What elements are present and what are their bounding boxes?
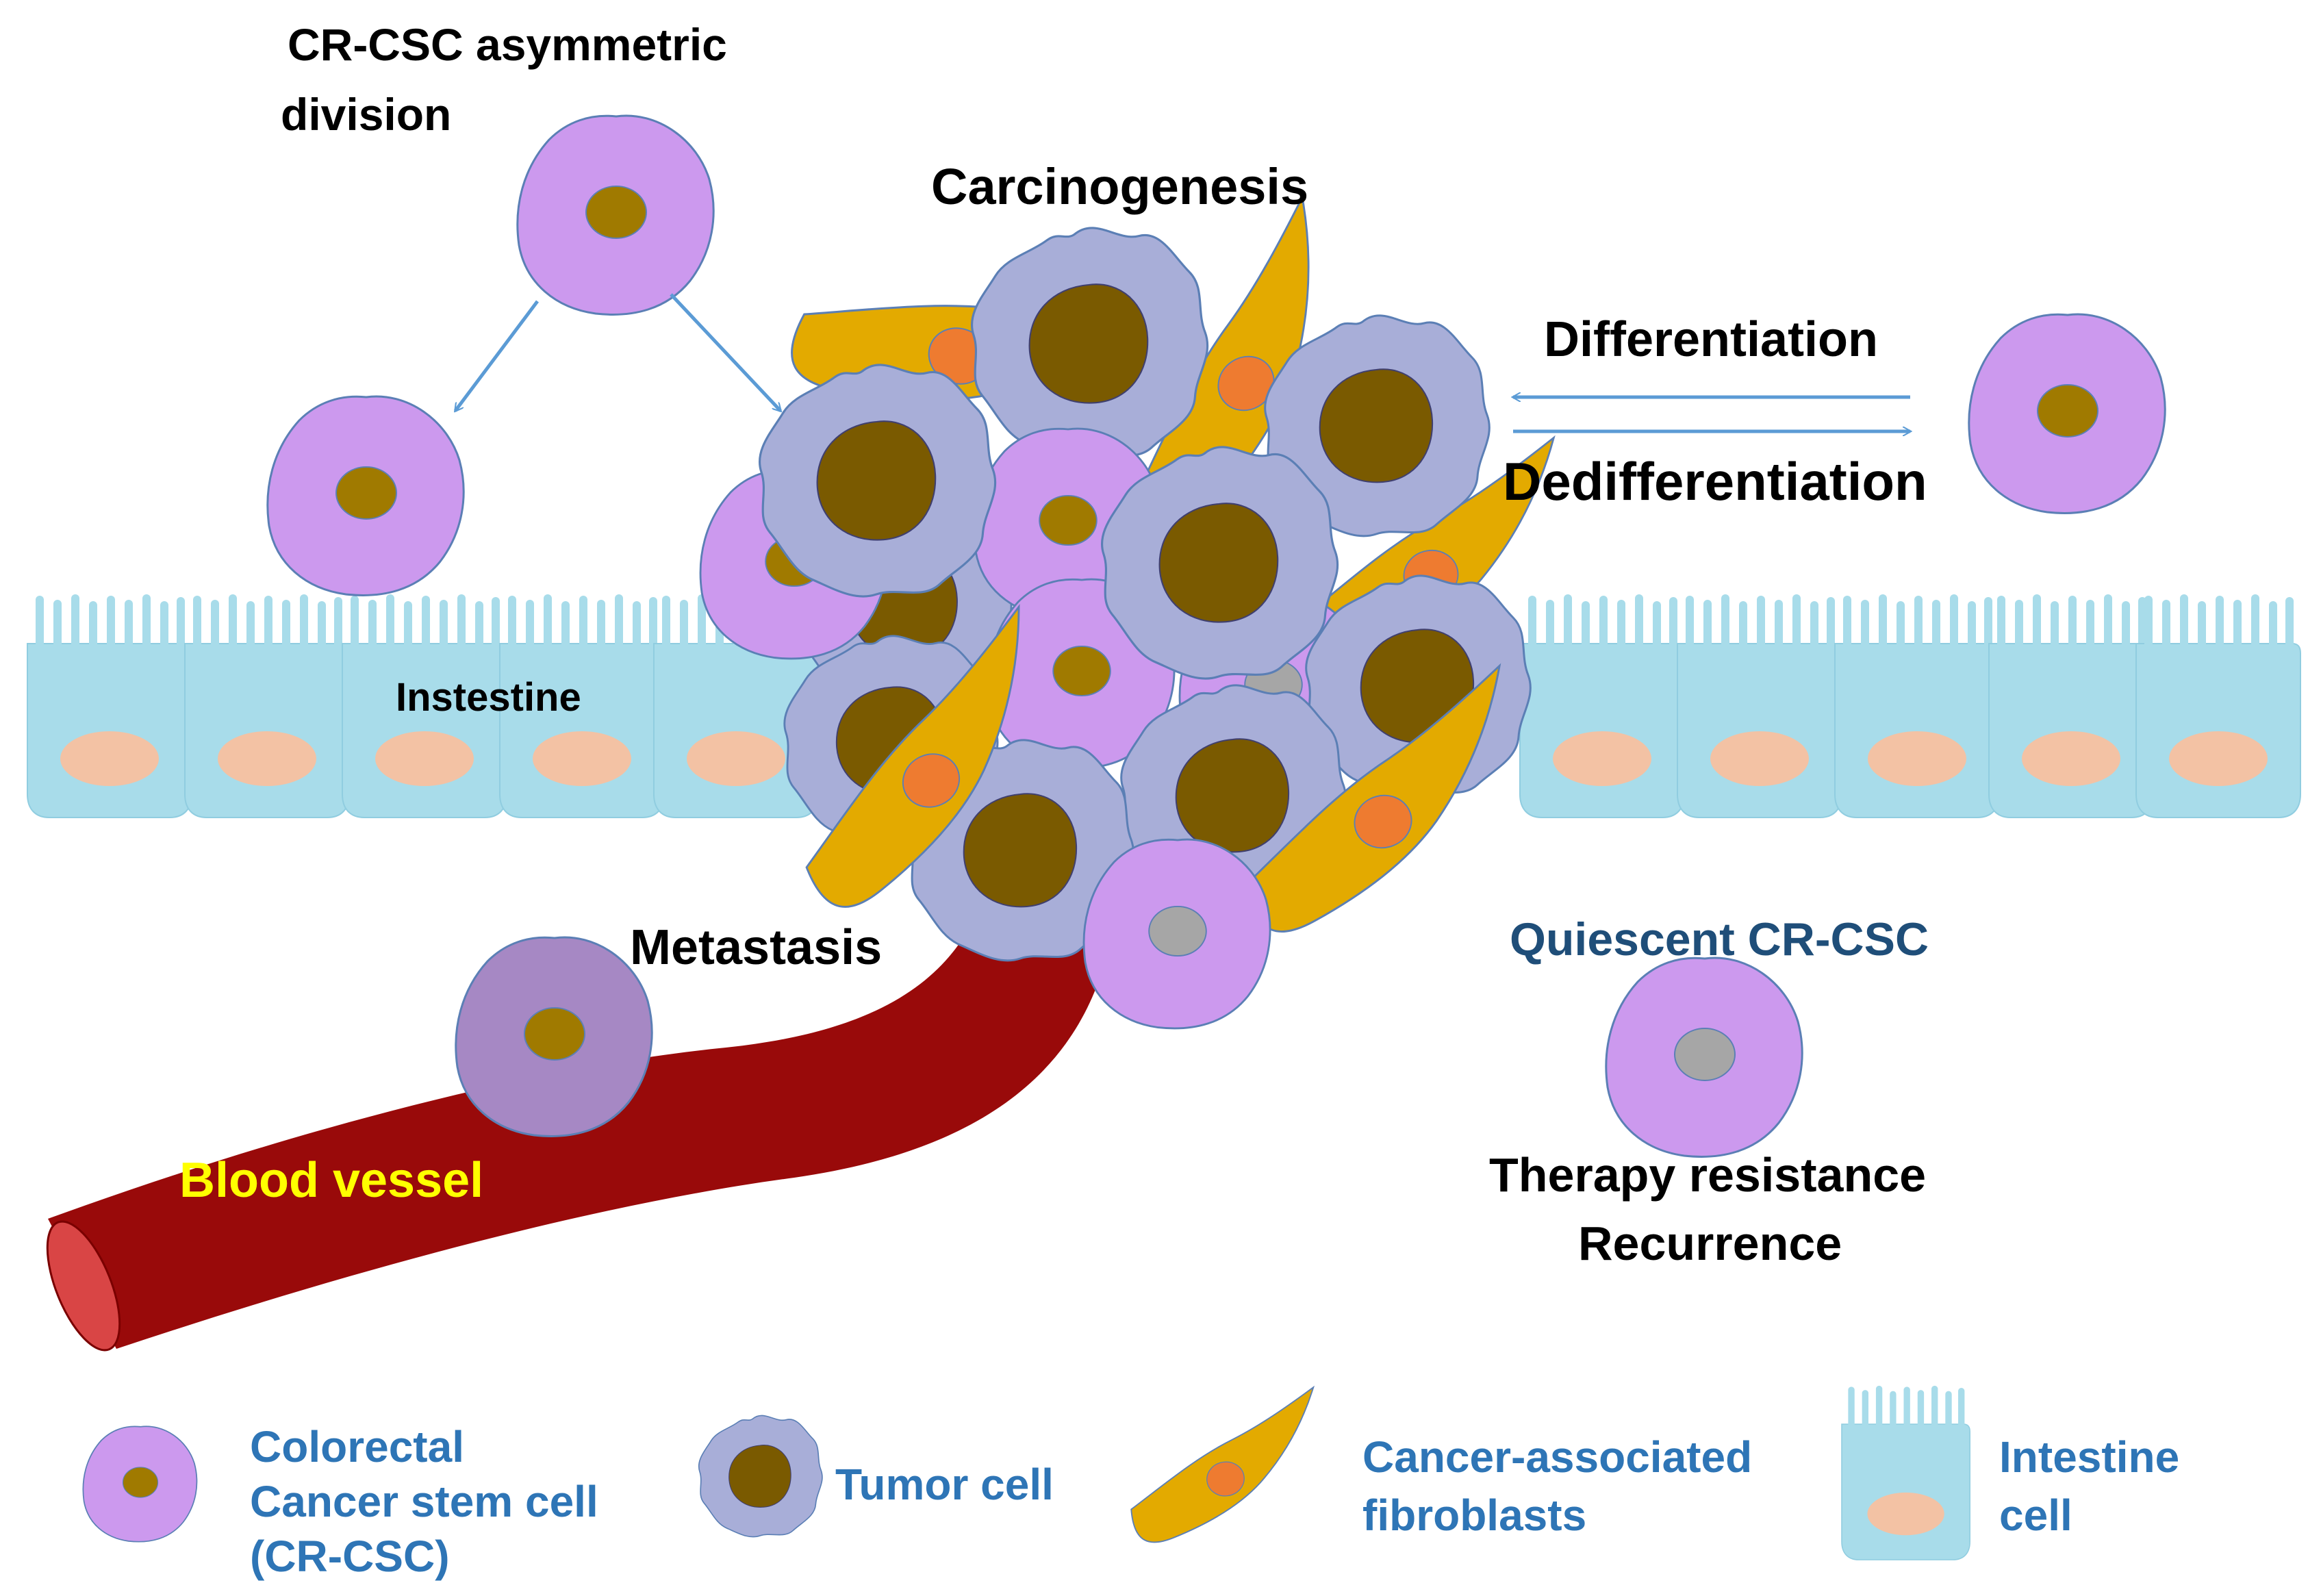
metastatic-cell — [455, 936, 653, 1137]
legend-caf-line1: Cancer-associated — [1362, 1432, 1752, 1482]
csc-daughter-cell — [266, 395, 465, 596]
legend-csc-line2: Cancer stem cell — [250, 1477, 598, 1526]
quiescent-csc-cell — [1605, 957, 1803, 1158]
vessel-opening — [46, 1220, 121, 1352]
tumor-mass — [699, 173, 1588, 1030]
asymmetric-division-label-line2: division — [281, 89, 451, 140]
differentiating-csc-cell — [1968, 313, 2166, 514]
legend-csc-swatch — [82, 1426, 198, 1543]
carcinogenesis-label: Carcinogenesis — [931, 158, 1308, 215]
division-arrow-right — [670, 293, 781, 411]
legend: Colorectal Cancer stem cell (CR-CSC) Tum… — [82, 1386, 2179, 1581]
intestine-epithelium-right — [1520, 598, 2300, 818]
legend-tumor-label: Tumor cell — [835, 1460, 1054, 1509]
asymmetric-division-label-line1: CR-CSC asymmetric — [288, 19, 727, 70]
recurrence-label: Recurrence — [1578, 1217, 1842, 1270]
quiescent-csc-label: Quiescent CR-CSC — [1510, 913, 1929, 965]
blood-vessel-label: Blood vessel — [179, 1153, 483, 1208]
legend-intestine-swatch — [1842, 1389, 1970, 1560]
legend-caf-line2: fibroblasts — [1362, 1491, 1586, 1540]
legend-caf-swatch — [1117, 1386, 1333, 1546]
metastasis-label: Metastasis — [630, 920, 882, 975]
legend-csc-line3: (CR-CSC) — [250, 1532, 450, 1581]
legend-csc-line1: Colorectal — [250, 1422, 464, 1471]
therapy-resistance-label: Therapy resistance — [1489, 1148, 1926, 1202]
instestine-label: Instestine — [396, 675, 581, 720]
dedifferentiation-label: Dedifferentiation — [1503, 451, 1927, 511]
legend-tumor-swatch — [698, 1415, 823, 1538]
legend-intestine-line2: cell — [1999, 1491, 2072, 1540]
differentiation-label: Differentiation — [1544, 312, 1878, 367]
division-arrow-left — [455, 300, 539, 411]
csc-parent-cell — [516, 114, 715, 316]
legend-intestine-line1: Intestine — [1999, 1432, 2179, 1482]
